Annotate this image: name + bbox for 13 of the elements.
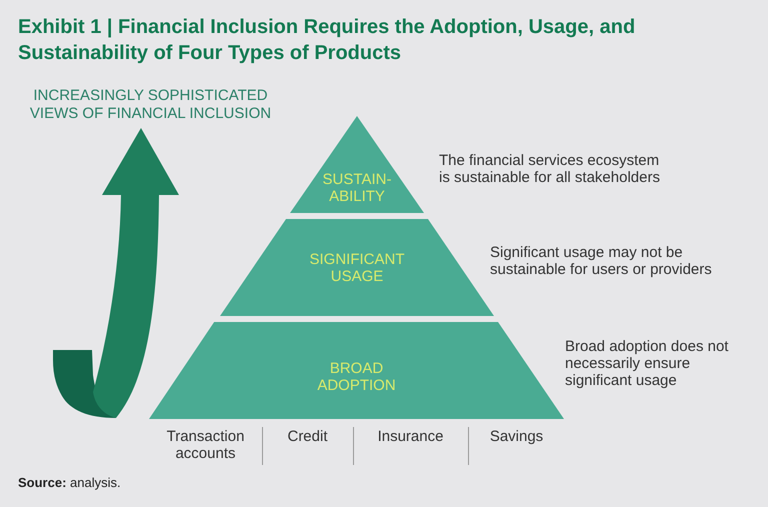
product-category: Credit (286, 428, 328, 445)
tier-label: SUSTAIN- ABILITY (322, 171, 392, 205)
source-note: Source: analysis. (18, 475, 121, 491)
tier-description: Broad adoption does not necessarily ensure significant usage (565, 338, 730, 389)
product-category: Transaction accounts (166, 428, 246, 462)
product-category: Savings (488, 428, 544, 445)
tier-description: Significant usage may not be sustainable for users or providers (490, 244, 713, 278)
product-category: Insurance (376, 428, 444, 445)
tier-description: The financial services ecosystem is sustainable for all stakeholders (439, 152, 661, 186)
tier-label: BROAD ADOPTION (316, 360, 397, 394)
arrow-label: INCREASINGLY SOPHISTICATED VIEWS OF FINANCIAL INCLUSION (28, 87, 272, 123)
tier-label: SIGNIFICANT USAGE (308, 251, 406, 285)
exhibit-title: Exhibit 1 | Financial Inclusion Requires the Adoption, Usage, and Sustainability of Four Types of Products (18, 15, 636, 66)
